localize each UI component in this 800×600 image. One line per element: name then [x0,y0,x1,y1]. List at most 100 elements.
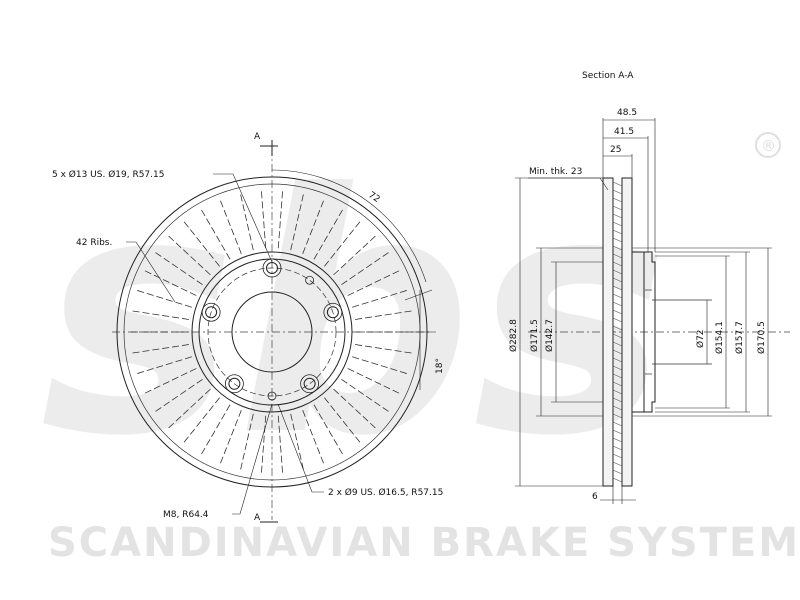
rib [260,188,267,249]
rib [129,344,189,354]
vane-hatch [612,189,623,195]
rib [324,397,363,445]
vane-hatch [612,205,623,211]
vane-hatch [612,453,623,459]
vane-hatch [612,277,623,283]
pin-hole [267,391,277,401]
dim-41-5: 41.5 [614,127,634,137]
dia-171-5: Ø171.5 [529,319,540,352]
vane-hatch [612,181,623,187]
vane-hatch [612,253,623,259]
vane-hatch [612,293,623,299]
registered-mark: ® [761,137,776,155]
section-vanes [612,181,623,483]
section-marker-top: A [254,132,261,142]
vane-hatch [612,341,623,347]
dia-170-5: Ø170.5 [756,321,767,354]
dia-157-7: Ø157.7 [734,321,745,354]
rib [313,207,345,260]
rib [152,250,203,286]
rib [355,310,415,320]
thread-label: M8, R64.4 [163,510,209,520]
vane-hatch [612,317,623,323]
rib [341,378,392,414]
rib [239,413,254,473]
rib [181,397,220,445]
center-bore [231,291,313,373]
rib [219,410,242,467]
section-title: Section A-A [582,71,634,81]
brand-watermark: SCANDINAVIAN BRAKE SYSTEMS [48,520,800,566]
vane-hatch [612,421,623,427]
thread-leader [232,403,273,515]
rib [239,191,254,251]
bolt-hole [205,306,218,319]
rib [347,368,402,395]
vane-hatch [612,229,623,235]
vane-hatch [612,309,623,315]
dim-25: 25 [610,145,621,155]
vane-hatch [612,469,623,475]
vane-hatch [612,325,623,331]
bolt-hole [326,306,339,319]
vane-hatch [612,389,623,395]
rib [166,388,211,431]
vane-hatch [612,301,623,307]
hat-outer-ring [191,251,353,413]
bolt-holes-label: 5 x Ø13 US. Ø19, R57.15 [52,169,164,180]
rib [134,289,192,308]
dia-282-8: Ø282.8 [508,319,519,352]
rib [352,289,410,308]
vane-hatch [612,237,623,243]
rib [347,269,402,296]
front-view: A A 72 18° 5 x Ø13 US. Ø19, R57.15 42 Ri… [52,132,445,523]
vane-hatch [612,445,623,451]
hat-profile [632,251,656,413]
vane-hatch [612,197,623,203]
bolt-hole-counterbore [224,374,244,394]
rib [352,356,410,375]
rib [324,219,363,267]
vane-hatch [612,437,623,443]
bolt-hole [266,262,278,274]
bolt-hole-counterbore [262,258,282,278]
vane-hatch [612,381,623,387]
bolt-hole-counterbore [323,302,343,322]
pin-holes-leader [277,403,324,493]
vent-ribs [128,188,416,476]
bolt-hole-counterbore [300,374,320,394]
bolt-hole [303,377,316,390]
rib [355,344,415,354]
rib [333,388,378,431]
bolt-hole-counterbore [201,302,221,322]
vane-hatch [612,357,623,363]
rib [333,233,378,276]
vane-hatch [612,373,623,379]
dia-72: Ø72 [695,329,706,348]
vane-hatch [612,429,623,435]
vane-hatch [612,365,623,371]
rib [219,197,242,254]
rib [199,207,231,260]
vane-hatch [612,269,623,275]
vane-hatch [612,477,623,483]
angle-72-arc [271,169,427,283]
vane-hatch [612,461,623,467]
vane-hatch [612,413,623,419]
registered-mark-circle [755,132,781,158]
bolt-hole [228,377,241,390]
sbs-logo-watermark: sbs [40,124,669,508]
rib [166,233,211,276]
section-marker-bottom: A [254,513,261,523]
vane-hatch [612,261,623,267]
vane-hatch [612,245,623,251]
vane-hatch [612,405,623,411]
inner-friction-plate [621,177,633,487]
vane-hatch [612,213,623,219]
rib [277,188,284,249]
vane-hatch [612,221,623,227]
rib [290,413,305,473]
rib [181,219,220,267]
rib [152,378,203,414]
